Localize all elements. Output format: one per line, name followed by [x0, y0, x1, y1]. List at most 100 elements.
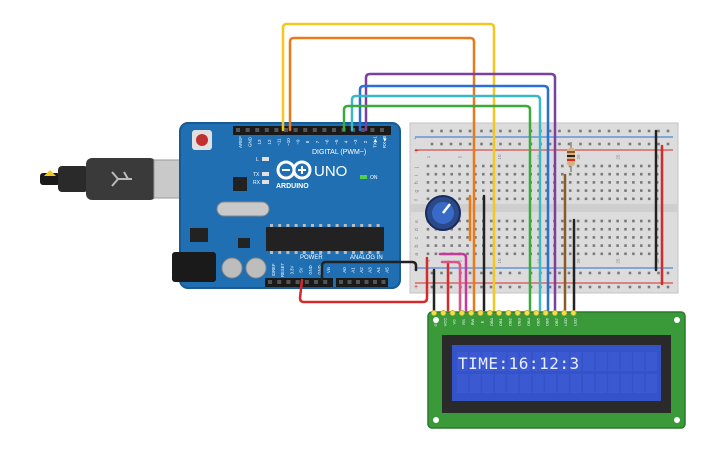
rail-hole — [638, 271, 641, 275]
breadboard-hole — [513, 172, 517, 176]
row-letter: j — [414, 167, 420, 169]
header-pin — [312, 128, 317, 132]
led-rx — [262, 180, 269, 184]
breadboard-hole — [434, 172, 438, 176]
lcd-character-cells — [457, 352, 657, 393]
breadboard-hole — [647, 244, 651, 247]
breadboard-hole — [592, 164, 596, 168]
rail-plus-bottom: + — [414, 284, 418, 291]
rail-hole — [480, 271, 483, 275]
led-label-rx: RX — [253, 180, 261, 186]
rail-minus-top: - — [414, 136, 417, 143]
rail-hole — [617, 271, 620, 275]
digital-header — [233, 126, 391, 135]
breadboard-hole — [466, 189, 469, 192]
breadboard-hole — [521, 227, 525, 231]
rail-hole — [449, 142, 453, 146]
breadboard-hole — [505, 252, 509, 256]
breadboard-hole — [600, 172, 604, 176]
lcd-pin-label: DB4 — [526, 317, 531, 326]
breadboard-hole — [561, 164, 564, 168]
header-pin — [322, 128, 327, 132]
on-label: ON — [370, 175, 378, 181]
lcd-pin — [449, 309, 456, 316]
digital-pin-label: ~10 — [286, 138, 291, 146]
breadboard-hole — [561, 181, 564, 184]
breadboard-hole — [576, 172, 580, 176]
breadboard-hole — [466, 252, 469, 256]
rail-hole — [548, 142, 552, 146]
digital-pin-label: RX◀0 — [382, 135, 387, 148]
lcd-pin — [514, 309, 521, 316]
digital-label: DIGITAL (PWM~) — [312, 149, 366, 156]
breadboard-hole — [426, 252, 430, 256]
lcd-cell — [608, 374, 620, 393]
wire-yellow — [281, 22, 496, 312]
row-letter: h — [414, 181, 420, 184]
breadboard-hole — [466, 219, 469, 223]
rail-hole — [508, 285, 512, 289]
chip-pin — [319, 251, 323, 254]
breadboard-hole — [616, 197, 619, 201]
breadboard-hole — [584, 197, 588, 201]
breadboard-hole — [647, 189, 651, 192]
breadboard-hole — [474, 227, 477, 231]
breadboard-hole — [426, 189, 430, 192]
breadboard-hole — [521, 164, 525, 168]
breadboard-hole — [458, 197, 461, 201]
breadboard-hole — [505, 219, 509, 223]
breadboard-hole — [489, 197, 493, 201]
header-pin — [274, 128, 279, 132]
breadboard-hole — [474, 236, 477, 239]
breadboard-hole — [632, 219, 635, 223]
analog-pin-label: A0 — [342, 267, 347, 273]
crystal-oscillator — [216, 201, 270, 217]
breadboard-hole — [545, 252, 548, 256]
breadboard-hole — [482, 172, 485, 176]
breadboard-hole — [505, 164, 509, 168]
breadboard-hole — [513, 219, 517, 223]
lcd-pin — [458, 309, 465, 316]
rail-hole — [480, 285, 483, 289]
lcd-pin-label: RS — [461, 319, 466, 325]
power-pin-label: IOREF — [271, 263, 276, 276]
breadboard-hole — [592, 244, 596, 247]
rail-hole — [617, 142, 620, 146]
breadboard-hole — [632, 164, 635, 168]
rail-hole — [657, 271, 660, 275]
rail-hole — [657, 142, 660, 146]
row-letter: g — [414, 190, 420, 193]
lcd-cell — [507, 374, 519, 393]
lcd-cell — [457, 352, 468, 371]
rail-hole — [628, 142, 632, 146]
lcd-cell — [469, 352, 481, 371]
rail-hole — [617, 129, 620, 133]
breadboard-hole — [537, 219, 540, 223]
breadboard-hole — [568, 181, 572, 184]
lcd-pin — [524, 309, 531, 316]
header-pin — [295, 280, 300, 284]
rail-hole — [440, 271, 443, 275]
header-pin — [255, 128, 260, 132]
breadboard-hole — [624, 236, 627, 239]
breadboard-hole — [426, 172, 430, 176]
chip-pin — [311, 251, 314, 254]
rail-hole — [657, 129, 660, 133]
rail-hole — [647, 285, 651, 289]
lcd-pin-label: RW — [470, 318, 475, 325]
led-on — [360, 175, 367, 179]
breadboard-hole — [450, 164, 453, 168]
chip-pin — [278, 224, 282, 227]
breadboard-hole — [568, 236, 572, 239]
breadboard-hole — [561, 252, 564, 256]
breadboard-hole — [640, 197, 643, 201]
breadboard-hole — [537, 172, 540, 176]
chip-pin — [343, 251, 347, 254]
lcd-cell — [507, 352, 519, 371]
lcd-cell — [570, 374, 582, 393]
breadboard-hole — [545, 227, 548, 231]
rail-hole — [628, 129, 632, 133]
header-pin — [284, 128, 288, 132]
potentiometer[interactable] — [425, 195, 461, 231]
breadboard-hole — [466, 227, 469, 231]
